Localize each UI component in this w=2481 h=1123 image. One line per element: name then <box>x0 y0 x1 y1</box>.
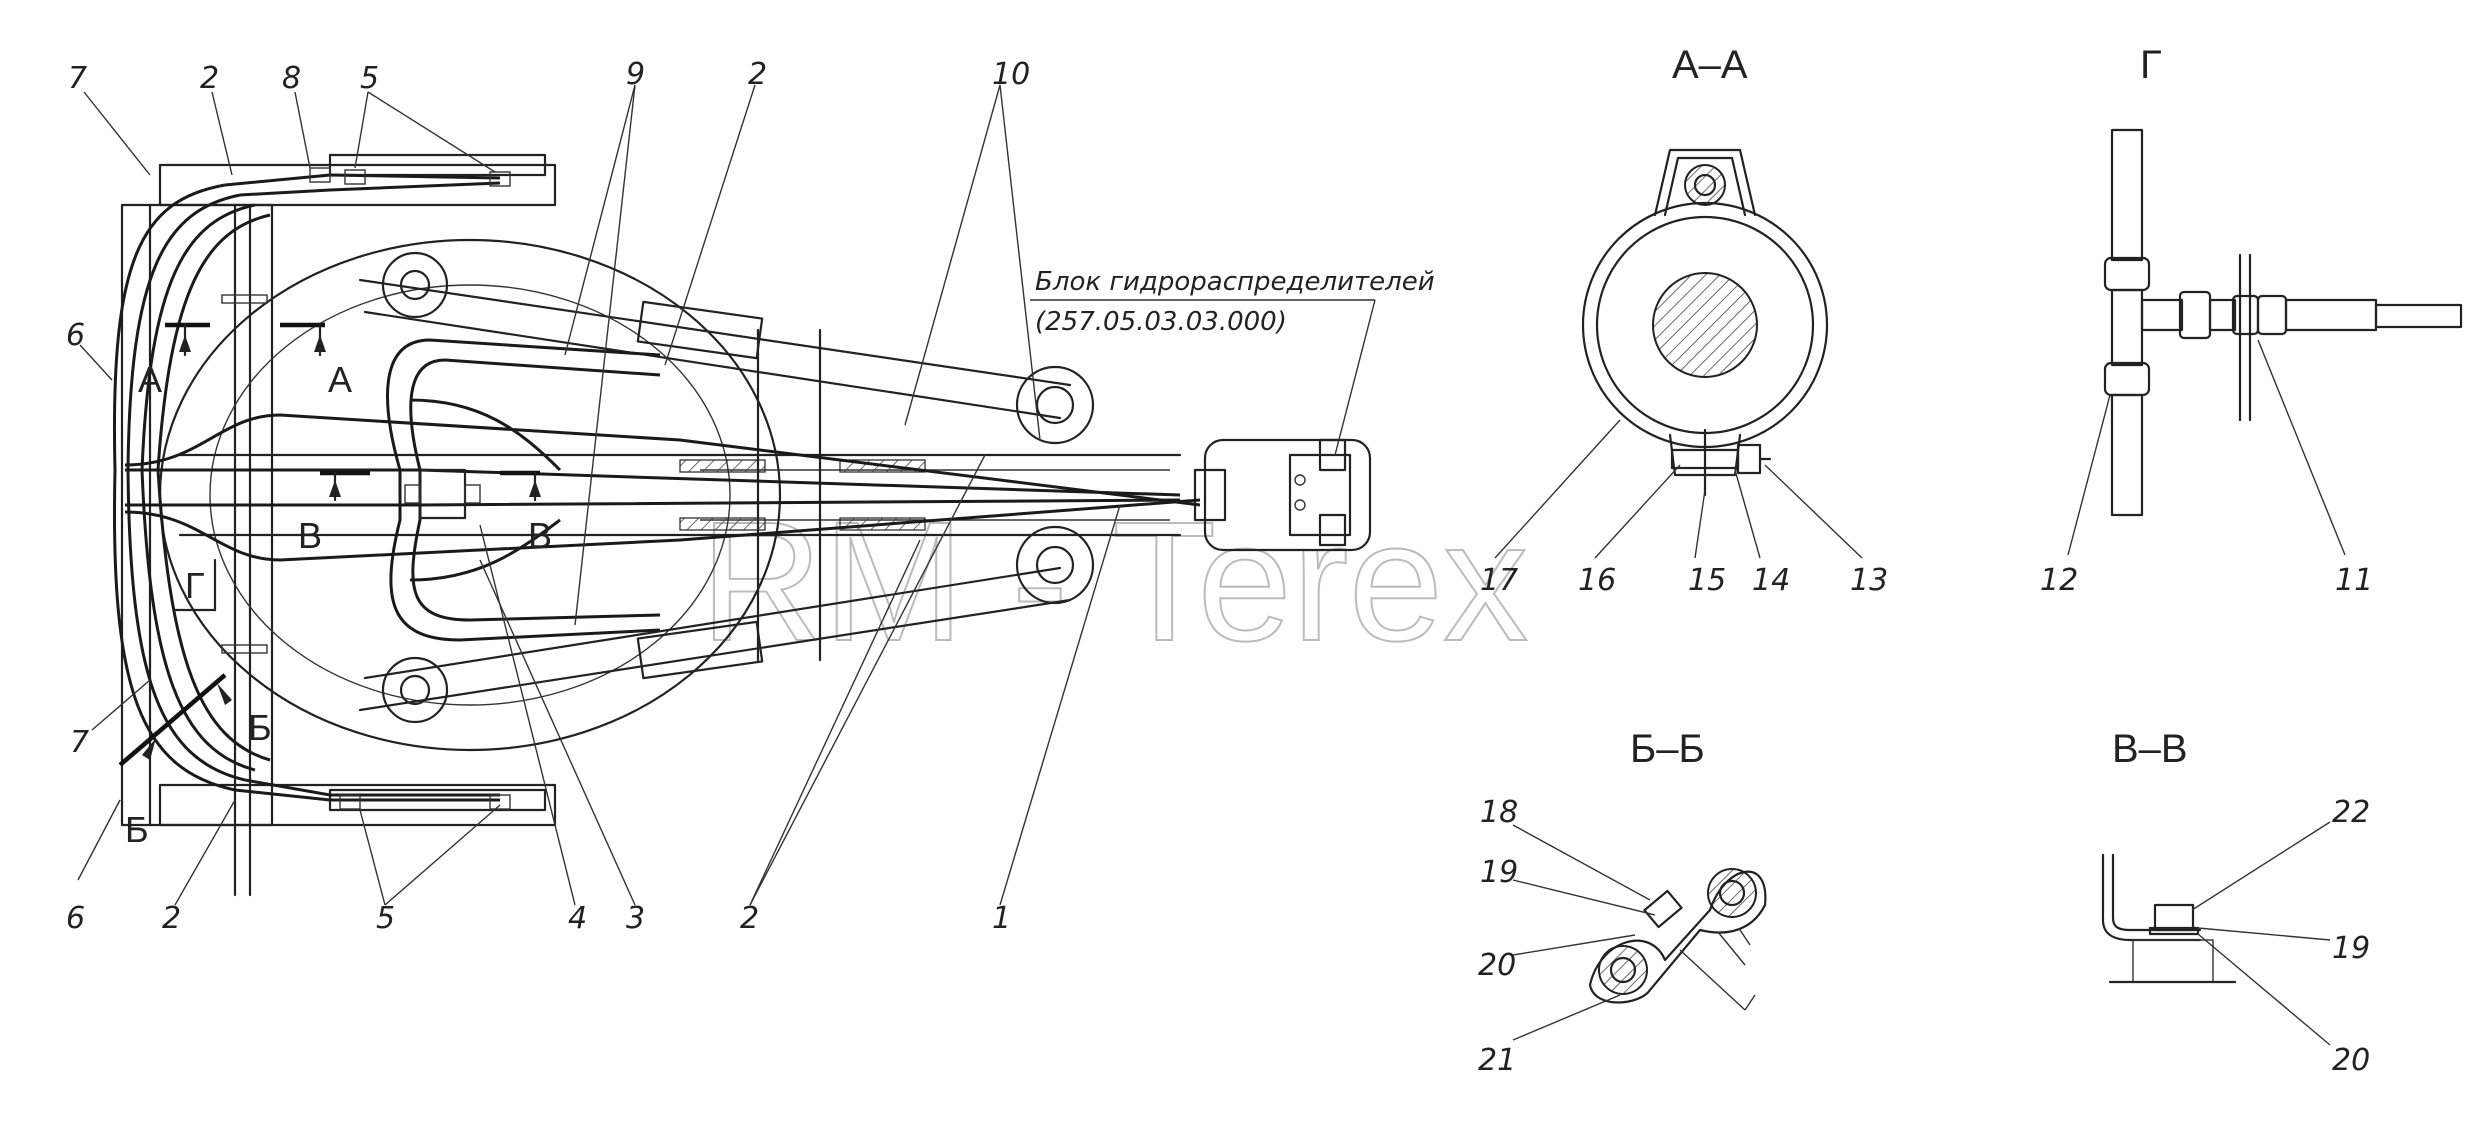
part-number-12: 12 <box>2040 563 2078 598</box>
part-number-8: 8 <box>282 61 301 96</box>
section-title-vv: В–В <box>2112 727 2188 771</box>
part-number-16: 16 <box>1578 563 1616 598</box>
part-number-14: 14 <box>1752 563 1790 598</box>
part-number-9: 9 <box>626 57 645 92</box>
leader-lines-g <box>2067 339 2346 556</box>
part-number-18: 18 <box>1480 795 1518 830</box>
part-number-6-bottom: 6 <box>66 901 85 936</box>
part-number-3: 3 <box>626 901 645 936</box>
part-number-7-left: 7 <box>70 725 89 760</box>
part-number-7-top: 7 <box>68 61 87 96</box>
part-number-2-top: 2 <box>200 61 219 96</box>
section-title-bb: Б–Б <box>1630 727 1705 771</box>
part-number-22: 22 <box>2332 795 2370 830</box>
part-number-20-vv: 20 <box>2332 1043 2370 1078</box>
leader-lines-main <box>77 84 1376 906</box>
section-title-aa: А–А <box>1672 43 1748 87</box>
watermark: RM - Terex <box>700 487 1528 677</box>
section-letter-a-left: А <box>138 359 162 400</box>
part-number-20-bb: 20 <box>1478 948 1516 983</box>
section-letter-v-right: В <box>528 515 552 556</box>
part-number-17: 17 <box>1480 563 1518 598</box>
leader-lines-aa <box>1494 419 1863 559</box>
part-number-10: 10 <box>992 57 1030 92</box>
part-number-6-left: 6 <box>66 318 85 353</box>
part-number-15: 15 <box>1688 563 1726 598</box>
section-title-g: Г <box>2140 43 2162 87</box>
part-number-5-bottom: 5 <box>376 901 395 936</box>
part-number-4: 4 <box>568 901 587 936</box>
part-number-5-top: 5 <box>360 61 379 96</box>
part-number-2-top-right: 2 <box>748 57 767 92</box>
section-letter-b-lower: Б <box>125 809 149 850</box>
main-view <box>113 153 1372 897</box>
section-aa-view <box>1581 148 1829 497</box>
part-number-21: 21 <box>1478 1043 1516 1078</box>
part-number-2-bottom-left: 2 <box>162 901 181 936</box>
callout-title: Блок гидрораспределителей <box>1035 267 1435 297</box>
leader-lines-bb <box>1512 824 1656 1041</box>
section-vv-view <box>2101 853 2237 984</box>
part-number-2-bottom: 2 <box>740 901 759 936</box>
section-letter-a-right: А <box>328 359 352 400</box>
part-number-1: 1 <box>992 901 1011 936</box>
part-number-13: 13 <box>1850 563 1888 598</box>
part-number-19-bb: 19 <box>1480 855 1518 890</box>
leader-lines-vv <box>2191 821 2331 1046</box>
section-letter-v-left: В <box>298 515 322 556</box>
part-number-19-vv: 19 <box>2332 931 2370 966</box>
part-number-11: 11 <box>2335 563 2373 598</box>
section-letter-g-main: Г <box>185 565 205 606</box>
section-letter-b-upper: Б <box>248 707 272 748</box>
section-bb-view <box>1588 868 1767 1011</box>
section-g-view <box>2103 128 2463 517</box>
callout-code: (257.05.03.03.000) <box>1035 307 1287 337</box>
